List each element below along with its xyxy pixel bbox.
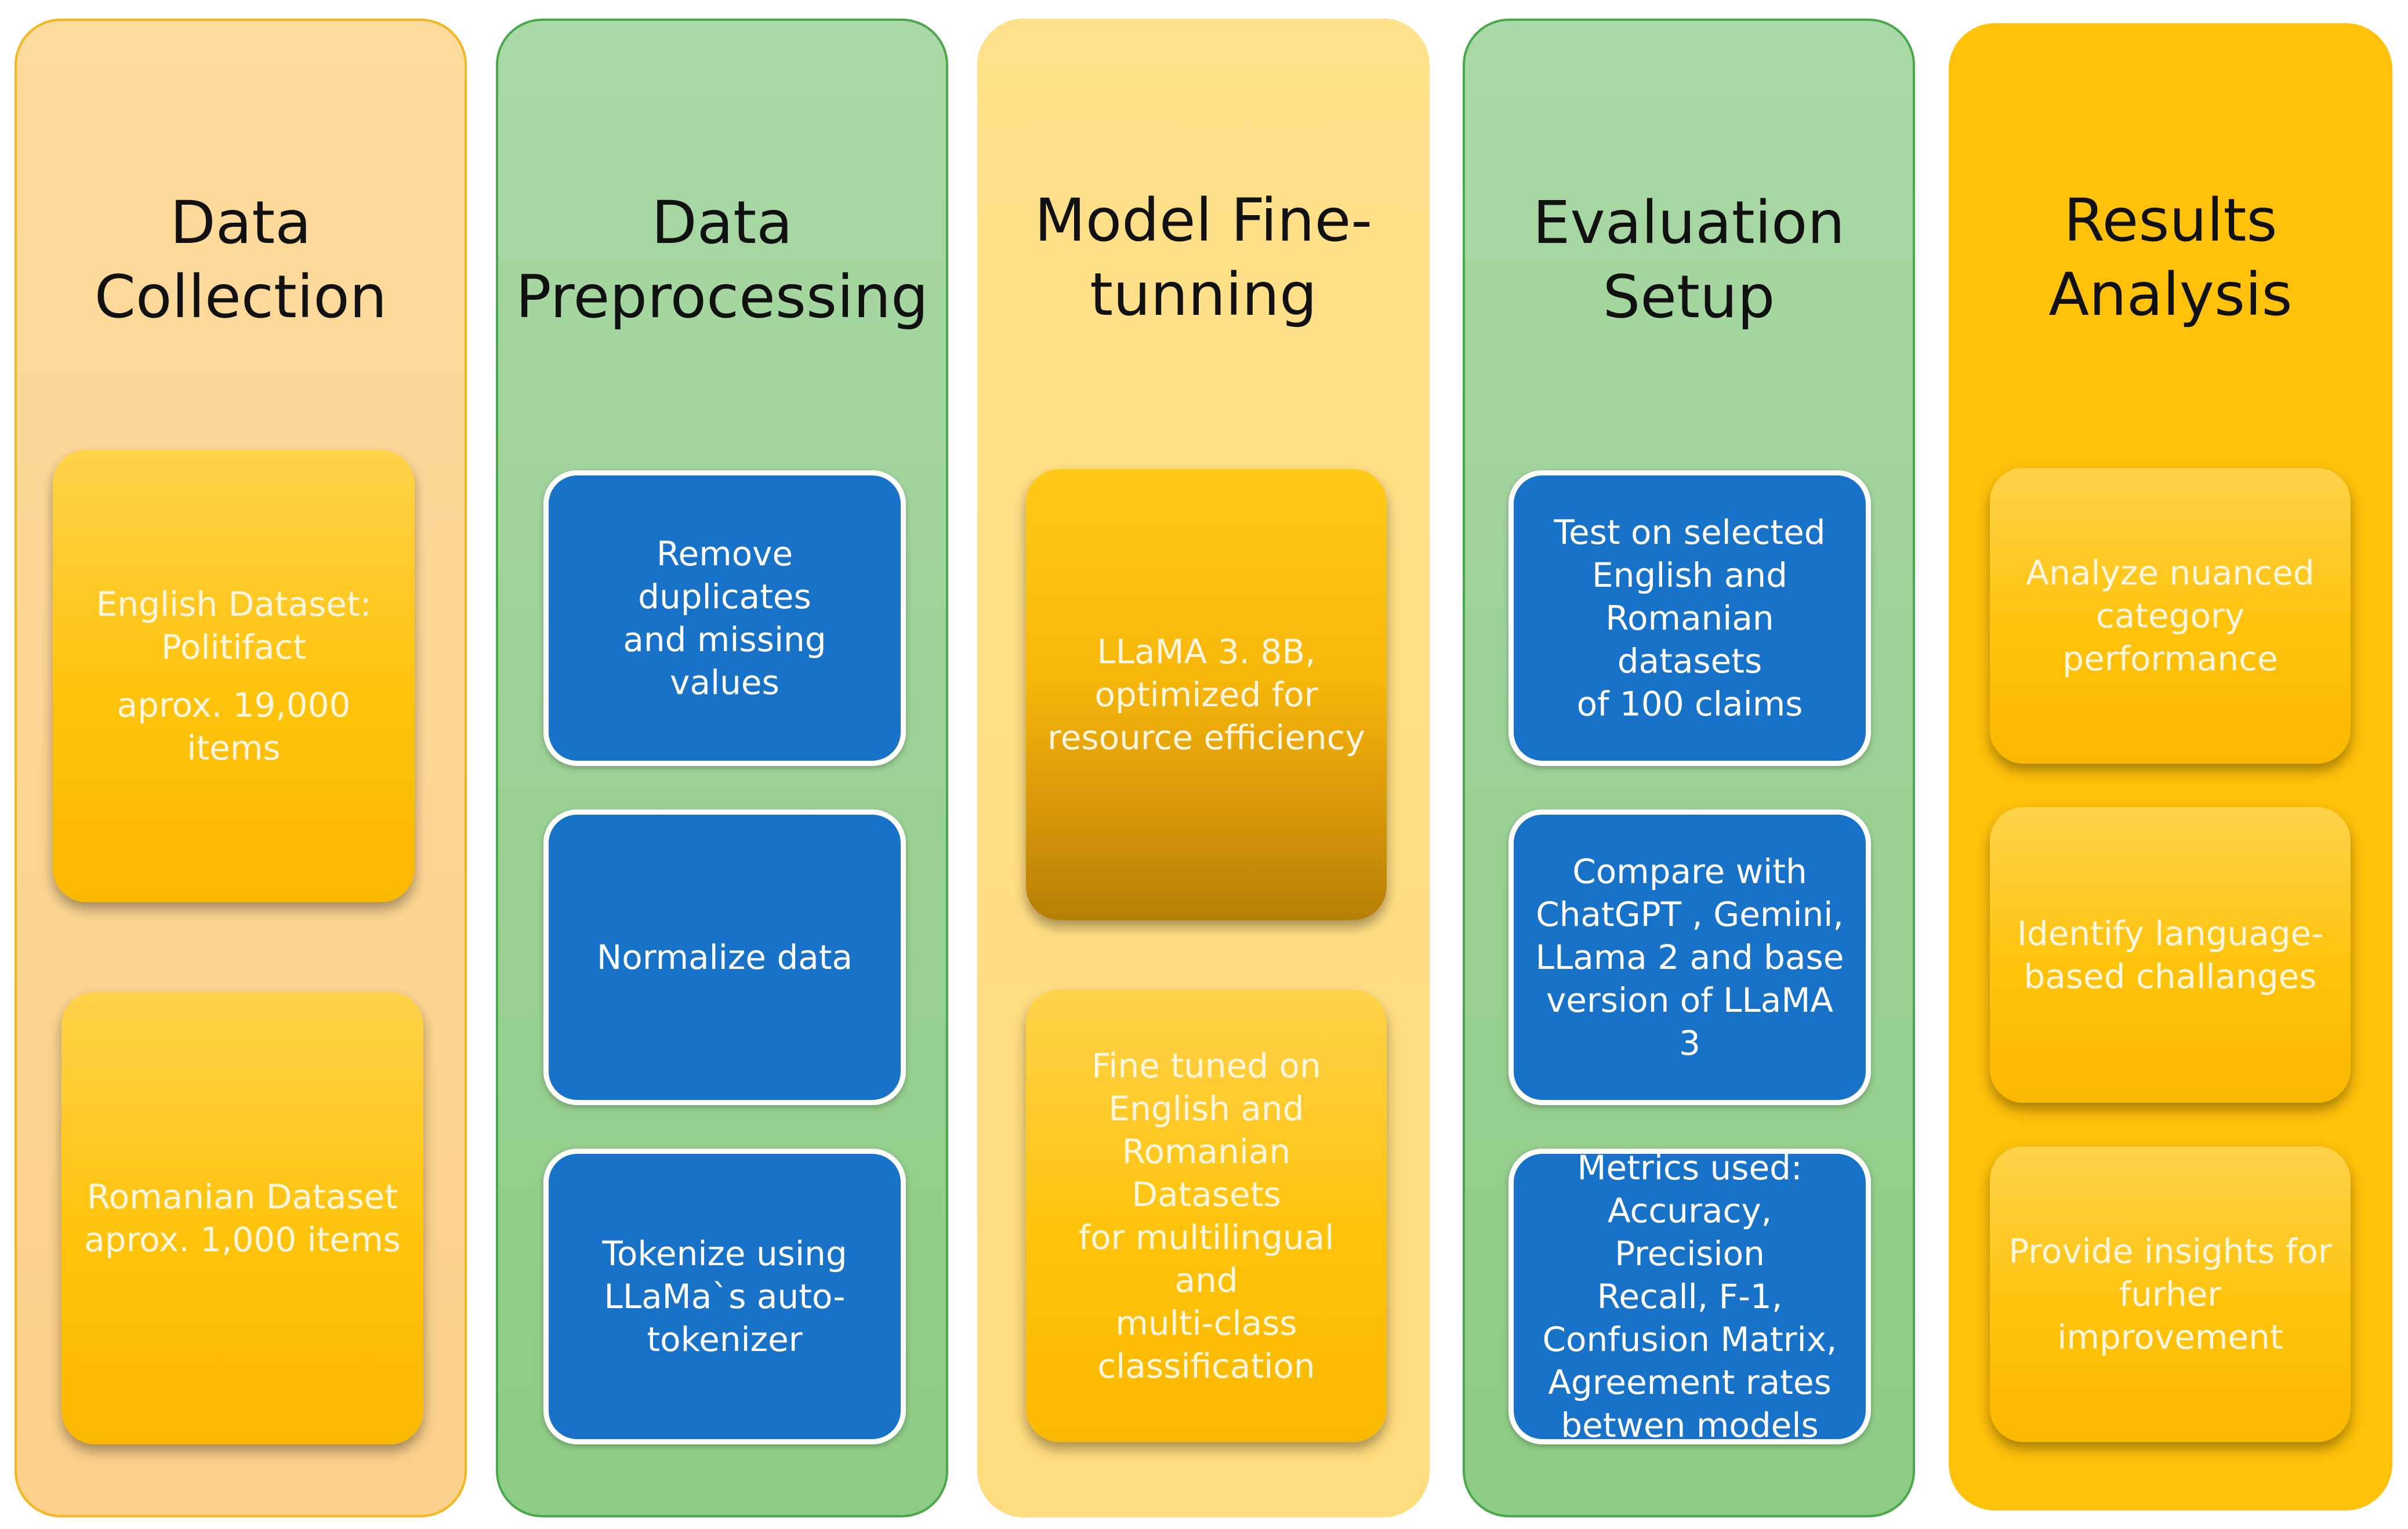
card-english-dataset: English Dataset: Politifact aprox. 19,00…	[53, 450, 415, 902]
card-metrics: Metrics used: Accuracy, Precision Recall…	[1508, 1148, 1871, 1445]
stage-title: Model Fine- tunning	[1034, 186, 1373, 329]
card-text: Identify language- based challanges	[2017, 914, 2324, 996]
card-text: Remove duplicates and missing values	[623, 534, 826, 702]
card-test-datasets: Test on selected English and Romanian da…	[1508, 470, 1871, 766]
card-text: Provide insights for furher improvement	[2008, 1232, 2332, 1357]
stage-data-preprocessing: Data Preprocessing Remove duplicates and…	[496, 19, 948, 1517]
stage-model-fine-tuning: Model Fine- tunning LLaMA 3. 8B, optimiz…	[977, 19, 1430, 1517]
card-tokenize: Tokenize using LLaMa`s auto- tokenizer	[543, 1149, 906, 1444]
stage-title: Data Preprocessing	[516, 188, 929, 332]
stage-evaluation-setup: Evaluation Setup Test on selected Englis…	[1463, 19, 1915, 1517]
card-normalize-data: Normalize data	[543, 809, 906, 1105]
card-text: English Dataset: Politifact	[96, 584, 372, 667]
card-text: Romanian Dataset aprox. 1,000 items	[84, 1177, 401, 1259]
card-subtext: aprox. 19,000 items	[117, 685, 351, 768]
card-romanian-dataset: Romanian Dataset aprox. 1,000 items	[61, 992, 423, 1444]
stage-results-analysis: Results Analysis Analyze nuanced categor…	[1949, 23, 2392, 1510]
card-text: Tokenize using LLaMa`s auto- tokenizer	[602, 1234, 847, 1359]
card-text: Analyze nuanced category performance	[2026, 553, 2315, 678]
card-text: Metrics used: Accuracy, Precision Recall…	[1542, 1148, 1837, 1445]
stage-title: Data Collection	[94, 188, 387, 332]
card-text: Compare with ChatGPT , Gemini, LLama 2 a…	[1535, 852, 1844, 1063]
card-compare-models: Compare with ChatGPT , Gemini, LLama 2 a…	[1508, 809, 1871, 1105]
card-llama-model: LLaMA 3. 8B, optimized for resource effi…	[1026, 469, 1387, 920]
card-text: Normalize data	[596, 938, 853, 977]
stage-data-collection: Data Collection English Dataset: Politif…	[14, 19, 467, 1517]
card-language-challenges: Identify language- based challanges	[1990, 807, 2351, 1103]
card-text: LLaMA 3. 8B, optimized for resource effi…	[1047, 632, 1365, 757]
card-remove-duplicates: Remove duplicates and missing values	[543, 470, 906, 766]
card-text: Test on selected English and Romanian da…	[1554, 513, 1826, 724]
card-fine-tuned: Fine tuned on English and Romanian Datas…	[1026, 990, 1387, 1442]
card-text: Fine tuned on English and Romanian Datas…	[1078, 1046, 1334, 1386]
stage-title: Results Analysis	[2048, 186, 2293, 329]
card-analyze-category: Analyze nuanced category performance	[1990, 468, 2351, 764]
stage-title: Evaluation Setup	[1532, 188, 1845, 332]
card-insights: Provide insights for furher improvement	[1990, 1146, 2351, 1442]
